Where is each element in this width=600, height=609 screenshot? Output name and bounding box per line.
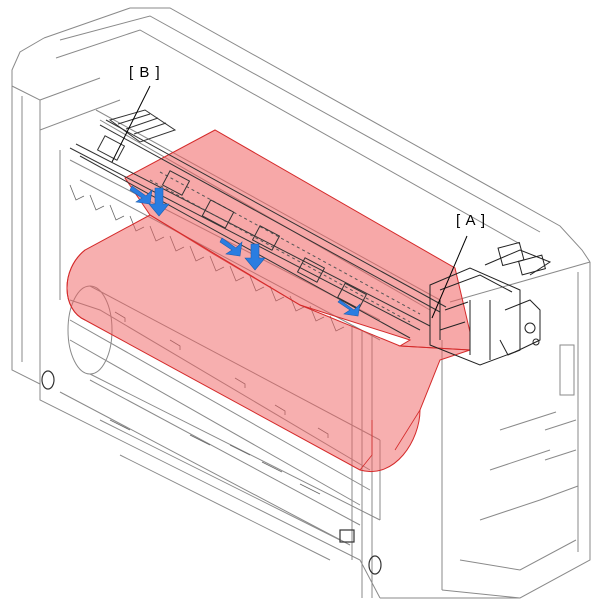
leader-a <box>431 235 468 319</box>
callout-label-a: [ A ] <box>456 212 487 229</box>
curved-arrow-icon-1 <box>129 185 153 205</box>
callout-label-b: [ B ] <box>129 64 161 81</box>
paper-sheet <box>66 129 471 473</box>
rail-assembly <box>69 109 447 339</box>
carriage-unit <box>429 241 552 366</box>
leader-b <box>111 85 151 163</box>
curved-arrow-icon-3 <box>337 299 361 317</box>
printer-feet <box>41 370 382 575</box>
arrow-icon-group <box>129 185 361 317</box>
callout-leaders <box>111 85 468 319</box>
down-arrow-icon-2 <box>244 243 266 271</box>
curved-arrow-icon-2 <box>219 237 243 257</box>
down-arrow-icon-1 <box>148 187 170 217</box>
